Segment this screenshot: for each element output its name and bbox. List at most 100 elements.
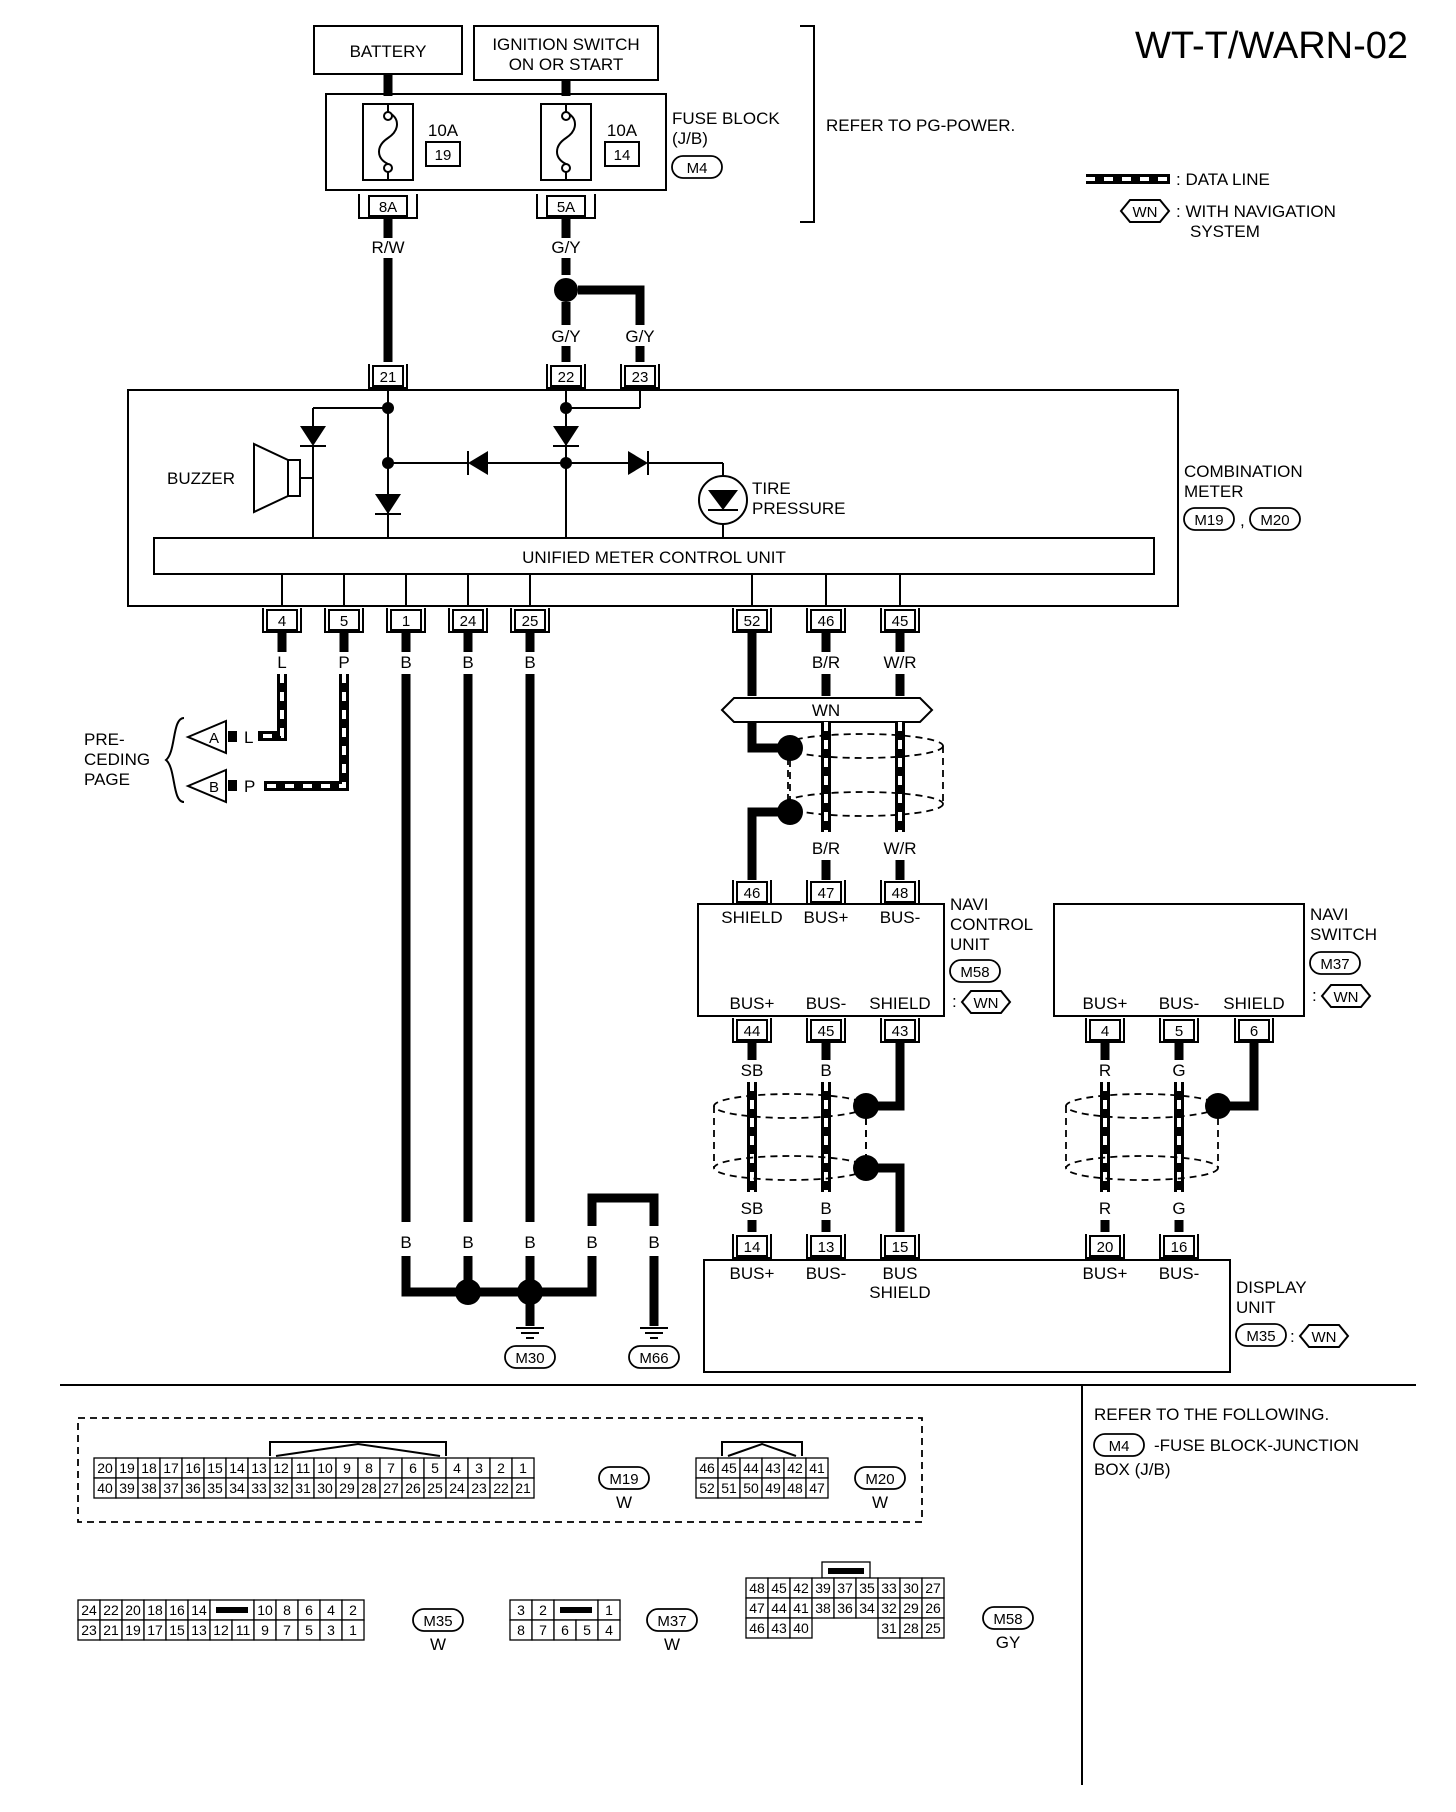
splice-gy bbox=[554, 278, 578, 302]
m35-cell-label: 10 bbox=[257, 1602, 273, 1618]
m35-cell-label: 12 bbox=[213, 1622, 229, 1638]
preceding-page-label-3: PAGE bbox=[84, 770, 130, 789]
ncu-pin-46: 46 bbox=[744, 885, 761, 902]
m58-cell-label: 28 bbox=[903, 1620, 919, 1636]
m19-tag bbox=[598, 1466, 650, 1490]
m58-cell-label: 31 bbox=[881, 1620, 897, 1636]
m58-cell-label: 48 bbox=[749, 1580, 765, 1596]
m58-cell-label: 26 bbox=[925, 1600, 941, 1616]
m58-cell-label: 35 bbox=[859, 1580, 875, 1596]
ncu-connector-m58: M58 bbox=[960, 964, 989, 981]
fuse-block-note: REFER TO PG-POWER. bbox=[826, 116, 1015, 135]
m19-cell-label: 17 bbox=[163, 1460, 179, 1476]
ncu-wn: WN bbox=[974, 995, 999, 1012]
m20-cell-label: 48 bbox=[787, 1480, 803, 1496]
wire-label-wr-bot: W/R bbox=[883, 839, 916, 858]
ncu-label-shield-top: SHIELD bbox=[721, 908, 782, 927]
wire-label-br-top: B/R bbox=[812, 653, 840, 672]
refer-connector: M4 bbox=[1109, 1438, 1130, 1455]
m20-cell bbox=[805, 1477, 829, 1499]
m19-cell-label: 4 bbox=[453, 1460, 461, 1476]
m35-cell-label: 4 bbox=[327, 1602, 335, 1618]
connector-latch bbox=[269, 1441, 447, 1456]
ground-m66: M66 bbox=[639, 1350, 668, 1367]
ground-wire-b-5: B bbox=[648, 1233, 659, 1252]
m35-cell-label: 3 bbox=[327, 1622, 335, 1638]
m35-tag bbox=[412, 1608, 464, 1632]
m20-cell-label: 50 bbox=[743, 1480, 759, 1496]
ncu-pin-43: 43 bbox=[892, 1023, 909, 1040]
ncu-pin-47: 47 bbox=[818, 885, 835, 902]
wire-label-b-top: B bbox=[820, 1061, 831, 1080]
ncu-name-2: CONTROL bbox=[950, 915, 1033, 934]
wire-label-wr-top: W/R bbox=[883, 653, 916, 672]
m19-cell-label: 32 bbox=[273, 1480, 289, 1496]
refer-line-3: BOX (J/B) bbox=[1094, 1460, 1171, 1479]
connector-b-flag bbox=[185, 768, 227, 804]
m58-cell-label: 32 bbox=[881, 1600, 897, 1616]
ns-pin-4: 4 bbox=[1101, 1023, 1109, 1040]
ncu-name-1: NAVI bbox=[950, 895, 988, 914]
ground-wire-b-3: B bbox=[524, 1233, 535, 1252]
du-name-1: DISPLAY bbox=[1236, 1278, 1307, 1297]
fuse-block-label-1: FUSE BLOCK bbox=[672, 109, 780, 128]
m19-m20-wn-frame bbox=[77, 1417, 923, 1523]
m19-cell-label: 22 bbox=[493, 1480, 509, 1496]
battery-label: BATTERY bbox=[350, 42, 427, 61]
preceding-page-label-1: PRE- bbox=[84, 730, 125, 749]
cm-pin-52: 52 bbox=[744, 613, 761, 630]
m35-cell-label: 5 bbox=[305, 1622, 313, 1638]
m37-cell-label: 5 bbox=[583, 1622, 591, 1638]
connector-a-flag bbox=[185, 719, 227, 755]
wire-label-sb-top: SB bbox=[741, 1061, 764, 1080]
wire-label-rw: R/W bbox=[371, 238, 404, 257]
m58-cell-label: 36 bbox=[837, 1600, 853, 1616]
m58-cell-label: 33 bbox=[881, 1580, 897, 1596]
cm-pin-46: 46 bbox=[818, 613, 835, 630]
cm-pin-22: 22 bbox=[558, 369, 575, 386]
refer-line-1: REFER TO THE FOLLOWING. bbox=[1094, 1405, 1329, 1424]
ground-symbol-m30: M30 bbox=[504, 1327, 556, 1369]
m35-color: W bbox=[430, 1635, 446, 1654]
m20-cell-label: 44 bbox=[743, 1460, 759, 1476]
combination-meter-label-1: COMBINATION bbox=[1184, 462, 1303, 481]
cm-pin-45: 45 bbox=[892, 613, 909, 630]
ncu-label-bus-minus-top: BUS- bbox=[880, 908, 921, 927]
ns-label-bus-plus: BUS+ bbox=[1083, 994, 1128, 1013]
m19-cell-label: 31 bbox=[295, 1480, 311, 1496]
m19-cell-label: 38 bbox=[141, 1480, 157, 1496]
m20-tag bbox=[854, 1466, 906, 1490]
cm-connector-m19: M19 bbox=[1194, 512, 1223, 529]
m19-cell-label: 36 bbox=[185, 1480, 201, 1496]
tire-pressure-label-1: TIRE bbox=[752, 479, 791, 498]
m19-cell-label: 15 bbox=[207, 1460, 223, 1476]
m35-cell-label: 16 bbox=[169, 1602, 185, 1618]
fuse1-terminal: 8A bbox=[379, 199, 397, 216]
buzzer-label: BUZZER bbox=[167, 469, 235, 488]
ns-connector-m37: M37 bbox=[1320, 956, 1349, 973]
m19-cell-label: 23 bbox=[471, 1480, 487, 1496]
ncu-pin-48: 48 bbox=[892, 885, 909, 902]
buzzer-icon bbox=[287, 459, 301, 497]
navi-control-unit: 46 47 48 SHIELD BUS+ BUS- BUS+ BUS- SHIE… bbox=[697, 880, 945, 1043]
m19-color: W bbox=[616, 1493, 632, 1512]
m35-cell-label: 11 bbox=[236, 1622, 251, 1638]
ncu-pin-45: 45 bbox=[818, 1023, 835, 1040]
m19-cell-label: 5 bbox=[431, 1460, 439, 1476]
du-pin-20: 20 bbox=[1097, 1239, 1114, 1256]
m37-cell-label: 8 bbox=[517, 1622, 525, 1638]
ground-m30: M30 bbox=[515, 1350, 544, 1367]
preceding-a-wire: L bbox=[244, 728, 253, 747]
wire-label-r-top: R bbox=[1099, 1061, 1111, 1080]
connector-latch-mark bbox=[275, 1442, 441, 1457]
m35-cell-label: 19 bbox=[125, 1622, 141, 1638]
m37-cell bbox=[597, 1619, 621, 1641]
m19-cell-label: 13 bbox=[251, 1460, 267, 1476]
ns-wn-prefix: : bbox=[1312, 986, 1317, 1005]
m35-cell-label: 20 bbox=[125, 1602, 141, 1618]
m19-cell-label: 29 bbox=[339, 1480, 355, 1496]
ground-wire-b-2: B bbox=[462, 1233, 473, 1252]
m19-cell bbox=[511, 1477, 535, 1499]
